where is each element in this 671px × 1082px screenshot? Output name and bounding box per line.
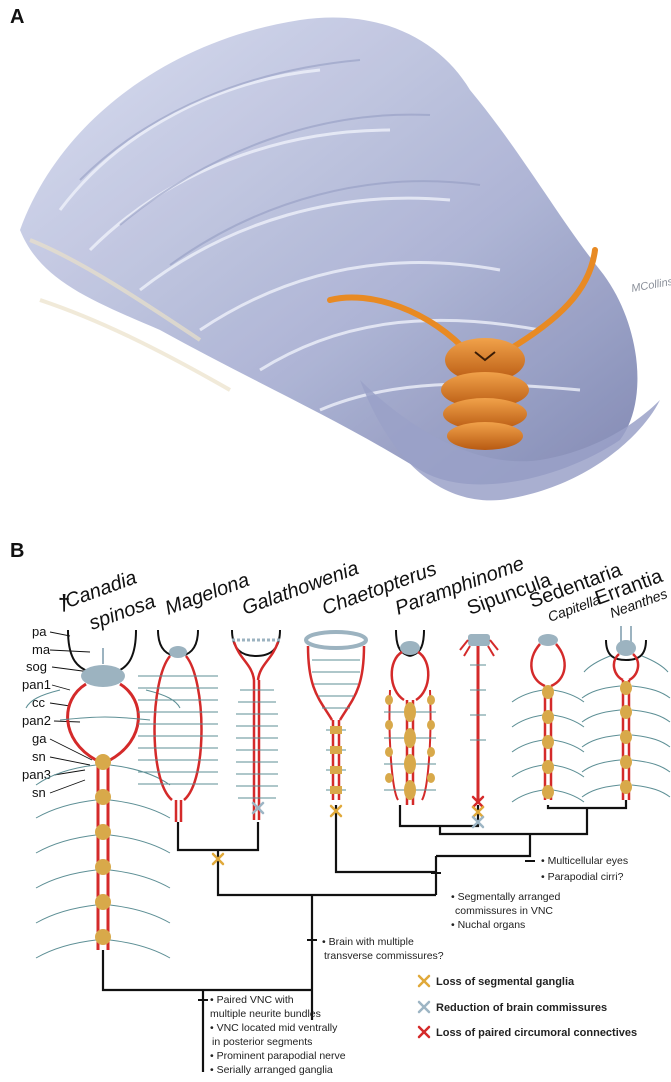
note-root-2: multiple neurite bundles xyxy=(210,1008,321,1020)
schematic-galathowenia xyxy=(232,630,280,820)
legend-marker-ganglia xyxy=(419,976,429,986)
schematic-paramphinome xyxy=(384,630,436,805)
note-segmental-2: commissures in VNC xyxy=(455,905,553,917)
note-brain: • Brain with multiple transverse commiss… xyxy=(322,936,444,962)
schematic-capitella xyxy=(512,634,584,802)
note-eyes: • Multicellular eyes • Parapodial cirri? xyxy=(541,855,628,883)
label-sn: sn xyxy=(32,749,46,764)
schematic-sipuncula xyxy=(460,634,498,800)
paleae-fan xyxy=(20,17,637,484)
note-root-5: • Prominent parapodial nerve xyxy=(210,1050,346,1062)
label-ga: ga xyxy=(32,731,47,746)
label-pan3: pan3 xyxy=(22,767,51,782)
label-sn-2: sn xyxy=(32,785,46,800)
canadia-artwork: MCollins xyxy=(0,0,671,520)
schematic-magelona xyxy=(138,630,218,822)
legend-label-ganglia: Loss of segmental ganglia xyxy=(436,976,575,988)
phylogeny-diagram: † Canadia spinosa Magelona Galathowenia … xyxy=(0,520,671,1082)
label-pan1: pan1 xyxy=(22,677,51,692)
note-eyes-1: • Multicellular eyes xyxy=(541,855,628,867)
artist-signature: MCollins xyxy=(630,276,671,295)
legend: Loss of segmental ganglia Reduction of b… xyxy=(419,976,637,1039)
note-brain-1: • Brain with multiple xyxy=(322,936,414,948)
legend-marker-brain xyxy=(419,1002,429,1012)
note-root-4: in posterior segments xyxy=(212,1036,312,1048)
label-pan2: pan2 xyxy=(22,713,51,728)
note-root-3: • VNC located mid ventrally xyxy=(210,1022,338,1034)
worm-body xyxy=(441,338,529,450)
note-brain-2: transverse commissures? xyxy=(324,950,444,962)
note-eyes-2: • Parapodial cirri? xyxy=(541,871,624,883)
label-sog: sog xyxy=(26,659,47,674)
note-root-1: • Paired VNC with xyxy=(210,994,294,1006)
legend-label-brain: Reduction of brain commissures xyxy=(436,1002,607,1014)
note-segmental-1: • Segmentally arranged xyxy=(451,891,560,903)
legend-marker-connectives xyxy=(419,1027,429,1037)
schematic-neanthes xyxy=(582,626,670,800)
note-root-6: • Serially arranged ganglia xyxy=(210,1064,333,1076)
legend-label-connectives: Loss of paired circumoral connectives xyxy=(436,1027,637,1039)
note-segmental: • Segmentally arranged commissures in VN… xyxy=(451,891,560,931)
label-pa: pa xyxy=(32,624,47,639)
note-root: • Paired VNC with multiple neurite bundl… xyxy=(210,994,346,1076)
note-segmental-3: • Nuchal organs xyxy=(451,919,525,931)
label-ma: ma xyxy=(32,642,51,657)
taxon-magelona: Magelona xyxy=(162,569,252,620)
schematic-chaetopterus xyxy=(306,632,366,800)
